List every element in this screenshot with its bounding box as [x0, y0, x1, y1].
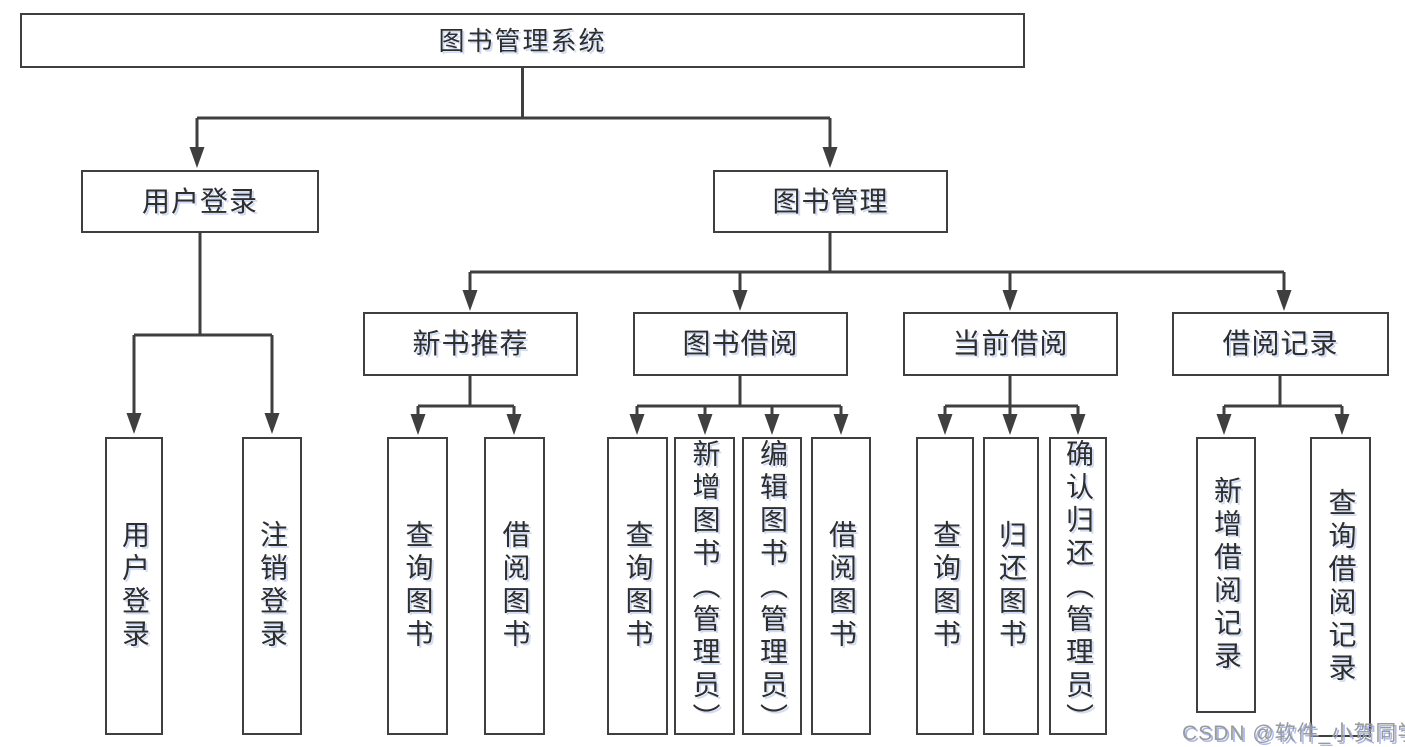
leaf-borrow-books-2-label: 借阅图书 — [826, 520, 857, 652]
leaf-query-borrow-record: 查询借阅记录 — [1310, 437, 1371, 737]
node-root: 图书管理系统 — [20, 13, 1025, 68]
leaf-edit-book-admin: 编辑图书（管理员） — [742, 437, 802, 736]
node-borrow-records: 借阅记录 — [1172, 312, 1389, 376]
node-root-label: 图书管理系统 — [438, 25, 607, 56]
node-current-borrow-label: 当前借阅 — [952, 328, 1069, 359]
leaf-query-books-2-label: 查询图书 — [622, 520, 654, 652]
leaf-return-books: 归还图书 — [983, 437, 1039, 735]
leaf-logout-label: 注销登录 — [257, 520, 288, 652]
leaf-logout: 注销登录 — [242, 437, 302, 735]
node-current-borrow: 当前借阅 — [903, 312, 1118, 376]
leaf-user-login: 用户登录 — [105, 437, 163, 735]
leaf-borrow-books-2: 借阅图书 — [811, 437, 871, 735]
leaf-query-books-1: 查询图书 — [387, 437, 448, 735]
leaf-query-books-1-label: 查询图书 — [402, 520, 434, 652]
leaf-borrow-books-1-label: 借阅图书 — [499, 520, 531, 652]
leaf-edit-book-admin-label: 编辑图书（管理员） — [757, 439, 788, 736]
leaf-query-borrow-record-label: 查询借阅记录 — [1325, 488, 1357, 686]
node-user-login: 用户登录 — [81, 170, 319, 233]
node-new-book-recommend-label: 新书推荐 — [412, 328, 529, 359]
node-borrow-records-label: 借阅记录 — [1222, 328, 1339, 359]
leaf-user-login-label: 用户登录 — [119, 520, 150, 652]
leaf-add-borrow-record: 新增借阅记录 — [1196, 437, 1256, 713]
leaf-add-book-admin-label: 新增图书（管理员） — [689, 439, 721, 736]
node-book-borrow-label: 图书借阅 — [682, 328, 799, 359]
leaf-query-books-3-label: 查询图书 — [930, 520, 961, 652]
leaf-add-borrow-record-label: 新增借阅记录 — [1211, 476, 1242, 674]
watermark: CSDN @软件_小贺同学 — [1182, 722, 1405, 745]
leaf-query-books-2: 查询图书 — [607, 437, 668, 735]
node-book-management-label: 图书管理 — [772, 185, 889, 217]
leaf-return-books-label: 归还图书 — [996, 520, 1027, 652]
leaf-borrow-books-1: 借阅图书 — [484, 437, 545, 735]
node-user-login-label: 用户登录 — [141, 185, 258, 217]
leaf-confirm-return-admin-label: 确认归还（管理员） — [1063, 439, 1094, 736]
node-book-management: 图书管理 — [713, 170, 948, 233]
leaf-confirm-return-admin: 确认归还（管理员） — [1049, 437, 1107, 736]
node-book-borrow: 图书借阅 — [633, 312, 848, 376]
node-new-book-recommend: 新书推荐 — [363, 312, 578, 376]
leaf-query-books-3: 查询图书 — [916, 437, 974, 735]
leaf-add-book-admin: 新增图书（管理员） — [674, 437, 735, 736]
